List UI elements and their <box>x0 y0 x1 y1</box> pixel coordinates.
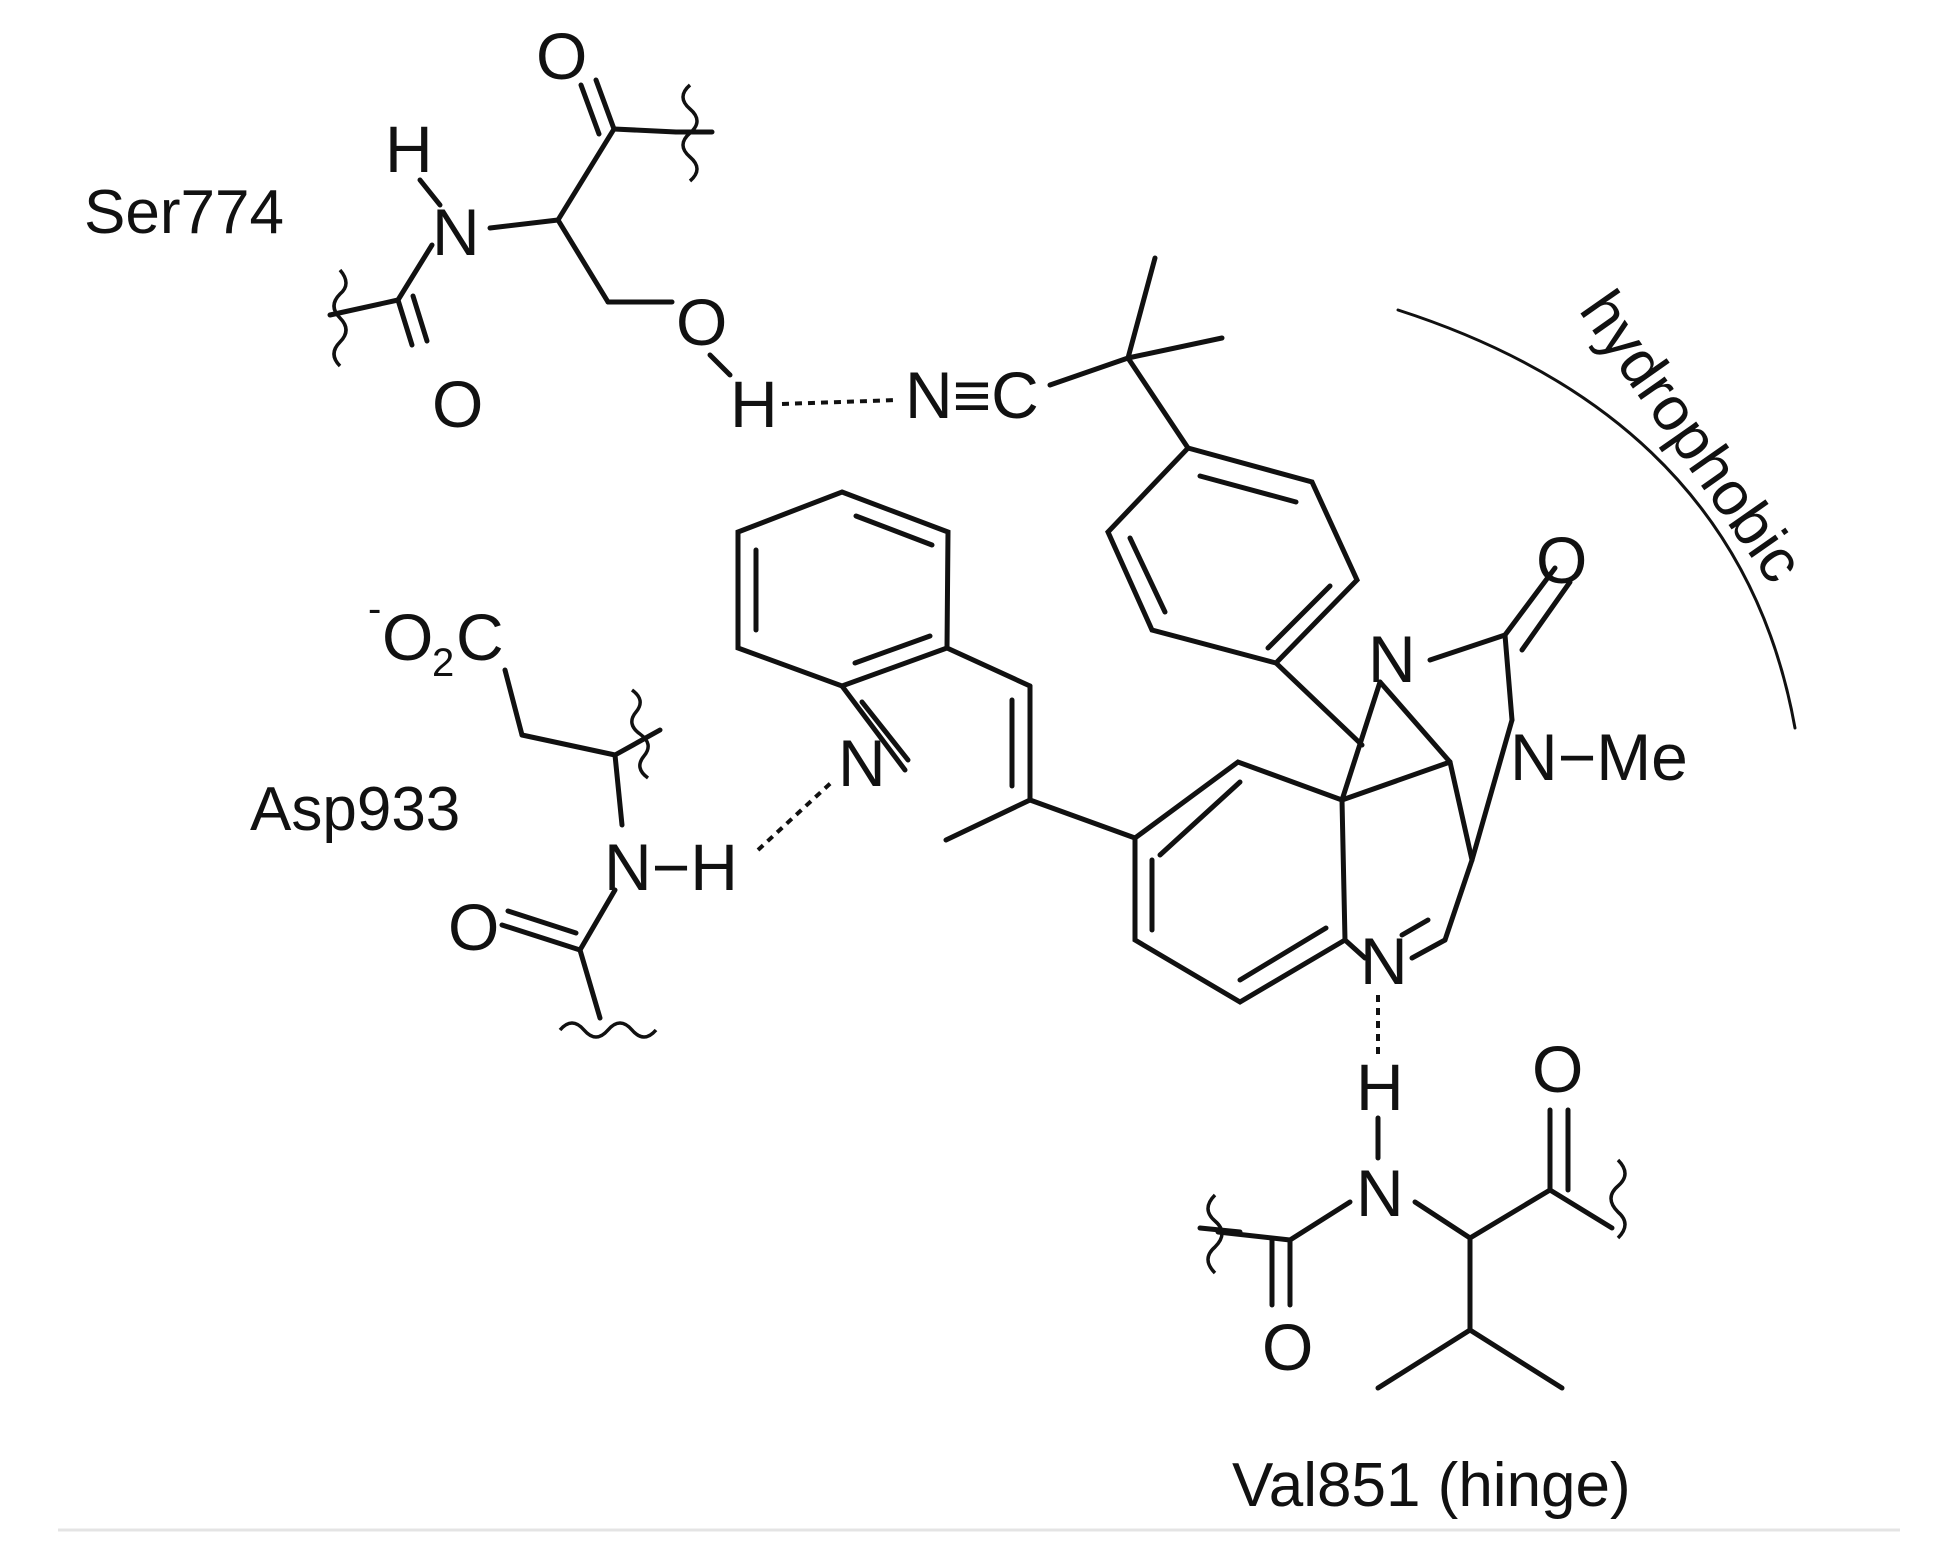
core-carbonyl-o: O <box>1536 523 1587 597</box>
quinoline-substituent <box>735 489 1138 843</box>
val-amide-h: H <box>1356 1050 1404 1124</box>
core-quinoline-n: N <box>1360 924 1408 998</box>
hbond-asp-quinoline <box>756 778 836 852</box>
val-carbonyl-o: O <box>1532 1032 1583 1106</box>
hydrophobic-arc <box>1396 308 1797 730</box>
ser-amide-n: N <box>432 195 480 269</box>
gem-dimethyl-phenyl <box>1047 255 1365 748</box>
imidazoquinolinone-core <box>1132 565 1573 1005</box>
ser-hydroxyl-o: O <box>676 285 727 359</box>
core-n1: N <box>1368 622 1416 696</box>
carboxylate-o: O <box>382 600 433 674</box>
val-amide-o: O <box>1262 1310 1313 1384</box>
ser-carbonyl-o: O <box>536 19 587 93</box>
nitrile-label: N≡C <box>905 358 1039 432</box>
carboxylate-label: - O 2 C <box>368 587 504 685</box>
quinoline-n: N <box>838 726 886 800</box>
val851-label: Val851 (hinge) <box>1232 1451 1631 1520</box>
asp-amide-o: O <box>448 890 499 964</box>
asp933-residue <box>499 667 663 1039</box>
asp-amide-nh: N−H <box>604 830 738 904</box>
ser774-residue <box>327 77 733 378</box>
ser-hydroxyl-h: H <box>730 367 778 441</box>
core-n-methyl: N−Me <box>1510 720 1688 794</box>
ser-amide-h: H <box>385 112 433 186</box>
ser774-label: Ser774 <box>84 178 284 247</box>
asp933-label: Asp933 <box>250 775 460 844</box>
hydrophobic-label: hydrophobic <box>1567 278 1817 594</box>
val-amide-n: N <box>1356 1156 1404 1230</box>
carboxylate-charge: - <box>368 587 381 631</box>
carboxylate-c: C <box>456 600 504 674</box>
hbond-ser-nitrile <box>781 398 899 406</box>
ser-amide-o: O <box>432 367 483 441</box>
val851-residue <box>1197 1107 1627 1391</box>
carboxylate-subscript: 2 <box>432 641 454 685</box>
